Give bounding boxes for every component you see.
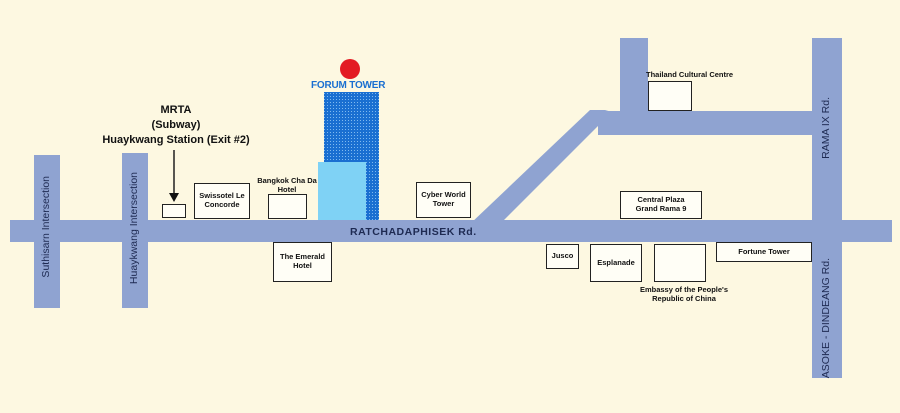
huaykwang-label: Huaykwang Intersection: [128, 172, 140, 285]
thailand-cultural-label: Thailand Cultural Centre: [646, 70, 734, 79]
mrta-exit-box: [162, 204, 186, 218]
central-plaza-box: Central Plaza Grand Rama 9: [620, 191, 702, 219]
mrta-arrow-icon: [169, 150, 179, 202]
fortune-tower-box: Fortune Tower: [716, 242, 812, 262]
forum-tower-graphic: [318, 59, 379, 220]
suthisarn-label: Suthisarn Intersection: [40, 176, 52, 278]
mrta-line2: (Subway): [151, 118, 201, 131]
ratchadaphisek-road: [10, 220, 892, 242]
suthisarn-road: [34, 155, 60, 308]
mrta-station-label: MRTA (Subway) Huaykwang Station (Exit #2…: [86, 103, 266, 148]
embassy-label: Embassy of the People's Republic of Chin…: [639, 285, 729, 303]
asoke-label: ASOKE - DINDEANG Rd.: [820, 258, 832, 379]
esplanade-box: Esplanade: [590, 244, 642, 282]
emerald-box: The Emerald Hotel: [273, 242, 332, 282]
swissotel-box: Swissotel Le Concorde: [194, 183, 250, 219]
rama9-label: RAMA IX Rd.: [820, 97, 832, 159]
jusco-box: Jusco: [546, 244, 579, 269]
bangkok-cha-da-box: [268, 194, 307, 219]
cultural-centre-road: [620, 38, 648, 134]
huaykwang-road: [122, 153, 148, 308]
ratchadaphisek-label: RATCHADAPHISEK Rd.: [350, 226, 477, 238]
embassy-box: [654, 244, 706, 282]
mrta-line3: Huaykwang Station (Exit #2): [102, 133, 250, 146]
forum-tower-logo-icon: [340, 59, 360, 79]
bangkok-cha-da-label: Bangkok Cha Da Hotel: [257, 176, 317, 194]
thailand-cultural-box: [648, 81, 692, 111]
forum-tower-title: FORUM TOWER: [311, 80, 386, 91]
diagonal-road: [470, 110, 612, 224]
mrta-line1: MRTA: [160, 104, 192, 116]
rama9-road: [812, 38, 842, 378]
cyber-world-box: Cyber World Tower: [416, 182, 471, 218]
